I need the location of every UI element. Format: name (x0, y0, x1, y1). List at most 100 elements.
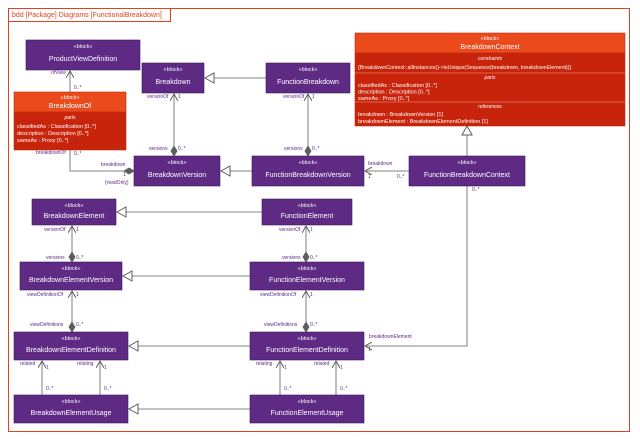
role-label-fed-relating: relating (256, 361, 273, 367)
role-label-feu-related-mult: 0..* (340, 386, 348, 392)
block-stereotype: «block» (299, 160, 318, 166)
block-stereotype: «block» (62, 266, 81, 272)
role-label-bk-versions: versions (149, 146, 168, 152)
block-functionbreakdown[interactable]: «block» FunctionBreakdown (265, 62, 351, 94)
block-breakdownelementversion[interactable]: «block»BreakdownElementVersion (19, 261, 123, 291)
block-breakdownelementdefinition[interactable]: «block»BreakdownElementDefinition (13, 331, 129, 361)
role-label-fed-breakdownelement-mult: 1 (368, 347, 371, 353)
block-name: FunctionElement (281, 213, 334, 220)
block-breakdowncontext[interactable]: «block»BreakdownContextconstraints{Break… (354, 32, 626, 127)
constraint-entry: {BreakdownContext::allInstances()->isUni… (358, 65, 572, 71)
block-stereotype: «block» (61, 95, 80, 101)
role-label-fb-versions-mult: 0..* (312, 146, 320, 152)
role-label-bk-versionof: versionOf (147, 94, 169, 100)
role-label-fe-versionof-mult: 1 (310, 227, 313, 233)
role-label-bev-viewdefof-mult: 1 (76, 292, 79, 298)
association-lines (42, 71, 473, 415)
block-functionbreakdownversion[interactable]: «block»FunctionBreakdownVersion (251, 155, 365, 187)
role-label-bed-related: related (20, 361, 36, 367)
block-stereotype: «block» (458, 160, 477, 166)
block-name: ProductViewDefinition (49, 56, 117, 63)
role-label-fe-versionof: versionOf (279, 227, 301, 233)
role-label-fb-versions: versions (284, 146, 303, 152)
block-breakdownelement[interactable]: «block»BreakdownElement (31, 198, 117, 226)
block-stereotype: «block» (298, 399, 317, 405)
role-label-fbc-breakdown-mult: 1 (368, 174, 371, 180)
role-label-fev-viewdefs-mult: 0..* (310, 322, 318, 328)
block-name: BreakdownVersion (148, 172, 206, 179)
block-functionbreakdowncontext[interactable]: «block» FunctionBreakdownContext (408, 155, 526, 187)
role-label-bev-viewdefs-mult: 0..* (76, 322, 84, 328)
reference-entry: breakdown : BreakdownVersion [1] (358, 112, 443, 118)
role-label-be-versions-mult: 0..* (76, 255, 84, 261)
diagram-frame-label: bdd [Package] Diagrams [FunctionalBreakd… (9, 9, 171, 22)
role-label-be-versions: versions (46, 255, 65, 261)
block-functionelementversion[interactable]: «block»FunctionElementVersion (249, 261, 365, 291)
role-label-ofview-mult: 0..* (74, 85, 82, 91)
role-label-bev-viewdefof: viewDefinitionOf (27, 292, 64, 298)
role-label-bo-mult-top: 1 (74, 139, 77, 145)
edge-fbc-fed (365, 186, 468, 346)
blocks: «block»ProductViewDefinition«block»Break… (13, 32, 626, 424)
role-label-beu-related-mult: 0..* (46, 386, 54, 392)
role-label-fe-versions-mult: 0..* (310, 255, 318, 261)
block-stereotype: «block» (164, 67, 183, 73)
role-label-bk-versions-mult: 0..* (178, 146, 186, 152)
role-label-fe-versions: versions (282, 255, 301, 261)
role-label-bo-versionof: breakdownOf (36, 150, 66, 156)
role-label-bev-viewdefs: viewDefinitions (30, 322, 64, 328)
block-stereotype: «block» (168, 160, 187, 166)
part-entry: description : Description [0..*] (17, 131, 89, 137)
edge-breakdownversion-breakdownof (69, 150, 135, 175)
block-breakdownversion[interactable]: «block» BreakdownVersion (133, 155, 221, 187)
block-functionelementusage[interactable]: «block»FunctionElementUsage (249, 394, 365, 424)
block-productviewdef[interactable]: «block»ProductViewDefinition (25, 39, 141, 71)
role-label-fb-versionof-mult: 1 (312, 94, 315, 100)
part-entry: classifiedAs : Classification [0..*] (17, 124, 96, 130)
block-name: FunctionBreakdownContext (424, 172, 510, 179)
role-label-fev-viewdefs: viewDefinitions (264, 322, 298, 328)
block-stereotype: «block» (298, 203, 317, 209)
block-stereotype: «block» (299, 67, 318, 73)
block-name: FunctionElementDefinition (266, 347, 348, 354)
role-label-bed-relating-mult: 1 (104, 365, 107, 371)
part-entry: classifiedAs : Classification [0..*] (358, 83, 437, 89)
role-label-bk-versionof-mult: 1 (178, 94, 181, 100)
block-functionelementdefinition[interactable]: «block» FunctionElementDefinition (249, 331, 365, 361)
role-label-bo-versionof-mult: 0..* (74, 151, 82, 157)
block-stereotype: «block» (62, 336, 81, 342)
role-label-beu-relating-mult: 0..* (104, 386, 112, 392)
block-stereotype: «block» (481, 36, 500, 42)
block-name: BreakdownContext (460, 44, 519, 51)
references-compartment-title: references (478, 104, 502, 110)
role-label-fev-viewdefof-mult: 1 (310, 292, 313, 298)
block-functionelement[interactable]: «block» FunctionElement (261, 198, 353, 226)
block-name: FunctionBreakdown (277, 79, 339, 86)
role-label-fbc-left-mult: 0..* (397, 174, 405, 180)
part-entry: sameAs : Proxy [0..*] (358, 96, 410, 102)
role-label-bv-breakdown-mult: 1 (123, 172, 126, 178)
block-stereotype: «block» (298, 266, 317, 272)
block-name: BreakdownElementUsage (31, 410, 112, 417)
role-label-fb-versionof: versionOf (283, 94, 305, 100)
role-label-bed-related-mult: 1 (46, 365, 49, 371)
block-name: BreakdownOf (49, 103, 91, 110)
diagram-frame: bdd [Package] Diagrams [FunctionalBreakd… (8, 8, 630, 432)
role-label-be-versionof-mult: 1 (76, 227, 79, 233)
block-breakdownelementusage[interactable]: «block» BreakdownElementUsage (13, 394, 129, 424)
role-label-bed-relating: relating (77, 361, 94, 367)
role-label-fed-related-mult: 1 (340, 365, 343, 371)
role-label-fed-related: related (314, 361, 330, 367)
role-label-fev-viewdefof: viewDefinitionOf (260, 292, 297, 298)
block-stereotype: «block» (62, 399, 81, 405)
block-breakdown[interactable]: «block» Breakdown (141, 62, 205, 94)
part-entry: sameAs : Proxy [0..*] (17, 138, 69, 144)
role-label-ofview: ofView (51, 70, 66, 76)
role-label-bv-breakdown: breakdown (101, 162, 126, 168)
part-entry: description : Description [0..*] (358, 90, 430, 96)
block-stereotype: «block» (65, 203, 84, 209)
block-stereotype: «block» (298, 336, 317, 342)
block-name: Breakdown (155, 79, 190, 86)
role-label-be-versionof: versionOf (44, 227, 66, 233)
